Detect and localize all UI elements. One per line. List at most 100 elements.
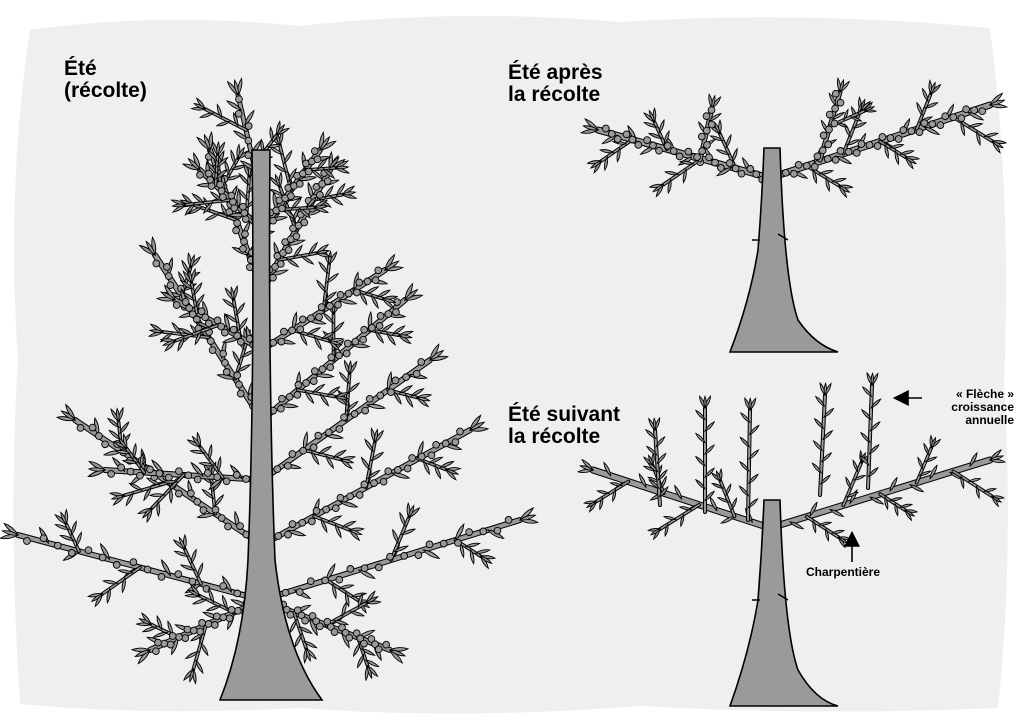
berry <box>942 113 949 120</box>
berry <box>318 304 325 311</box>
berry <box>375 267 382 274</box>
berry <box>874 143 881 150</box>
berry <box>726 160 733 167</box>
berry <box>433 441 440 448</box>
berry <box>699 148 706 155</box>
berry <box>916 129 923 136</box>
berry <box>161 640 168 647</box>
berry <box>377 313 384 320</box>
berry <box>220 583 227 590</box>
berry <box>245 123 252 130</box>
berry <box>347 493 354 500</box>
berry <box>307 578 314 585</box>
berry <box>285 462 292 469</box>
berry <box>332 505 339 512</box>
berry <box>747 166 754 173</box>
berry <box>102 441 109 448</box>
berry <box>230 198 237 205</box>
berry <box>214 474 221 481</box>
berry <box>824 156 831 163</box>
berry <box>366 395 373 402</box>
berry <box>243 476 250 483</box>
berry <box>426 541 433 548</box>
berry <box>281 328 288 335</box>
berry <box>341 414 348 421</box>
berry <box>979 108 986 115</box>
berry <box>362 407 369 414</box>
berry <box>99 554 106 561</box>
berry <box>351 411 358 418</box>
berry <box>207 176 214 183</box>
berry <box>118 464 125 471</box>
berry <box>218 187 225 194</box>
berry <box>295 382 302 389</box>
berry <box>314 156 321 163</box>
berry <box>270 217 277 224</box>
berry <box>293 233 300 240</box>
berry <box>234 372 241 379</box>
berry <box>825 141 832 148</box>
berry <box>718 165 725 172</box>
leaf <box>871 373 873 385</box>
berry <box>344 340 351 347</box>
berry <box>337 494 344 501</box>
berry <box>858 141 865 148</box>
berry <box>346 634 353 641</box>
berry <box>221 329 228 336</box>
berry <box>336 576 343 583</box>
berry <box>623 131 630 138</box>
berry <box>820 132 827 139</box>
berry <box>494 527 501 534</box>
berry <box>165 474 172 481</box>
berry <box>401 553 408 560</box>
berry <box>703 113 710 120</box>
berry <box>235 607 242 614</box>
berry <box>228 192 235 199</box>
berry <box>656 147 663 154</box>
berry <box>242 231 249 238</box>
berry <box>164 264 171 271</box>
berry <box>826 126 833 133</box>
berry <box>361 326 368 333</box>
berry <box>296 181 303 188</box>
berry <box>130 559 137 566</box>
berry <box>319 366 326 373</box>
berry <box>205 320 212 327</box>
berry <box>324 178 331 185</box>
berry <box>629 136 636 143</box>
berry <box>315 432 322 439</box>
berry <box>220 194 227 201</box>
berry <box>392 377 399 384</box>
berry <box>68 550 75 557</box>
berry <box>845 149 852 156</box>
berry <box>209 347 216 354</box>
berry <box>230 326 237 333</box>
berry <box>457 428 464 435</box>
berry <box>791 170 798 177</box>
berry <box>676 153 683 160</box>
berry <box>971 107 978 114</box>
berry <box>137 472 144 479</box>
berry <box>85 547 92 554</box>
berry <box>409 455 416 462</box>
berry <box>832 90 839 97</box>
berry <box>214 317 221 324</box>
berry <box>635 142 642 149</box>
berry <box>403 374 410 381</box>
berry <box>753 171 760 178</box>
berry <box>950 114 957 121</box>
berry <box>895 136 902 143</box>
berry <box>361 640 368 647</box>
berry <box>455 540 462 547</box>
berry <box>311 148 318 155</box>
berry <box>270 274 277 281</box>
berry <box>670 148 677 155</box>
berry <box>288 193 295 200</box>
berry <box>418 453 425 460</box>
berry <box>418 359 425 366</box>
berry <box>831 120 838 127</box>
berry <box>685 148 692 155</box>
berry <box>225 523 232 530</box>
berry <box>316 314 323 321</box>
